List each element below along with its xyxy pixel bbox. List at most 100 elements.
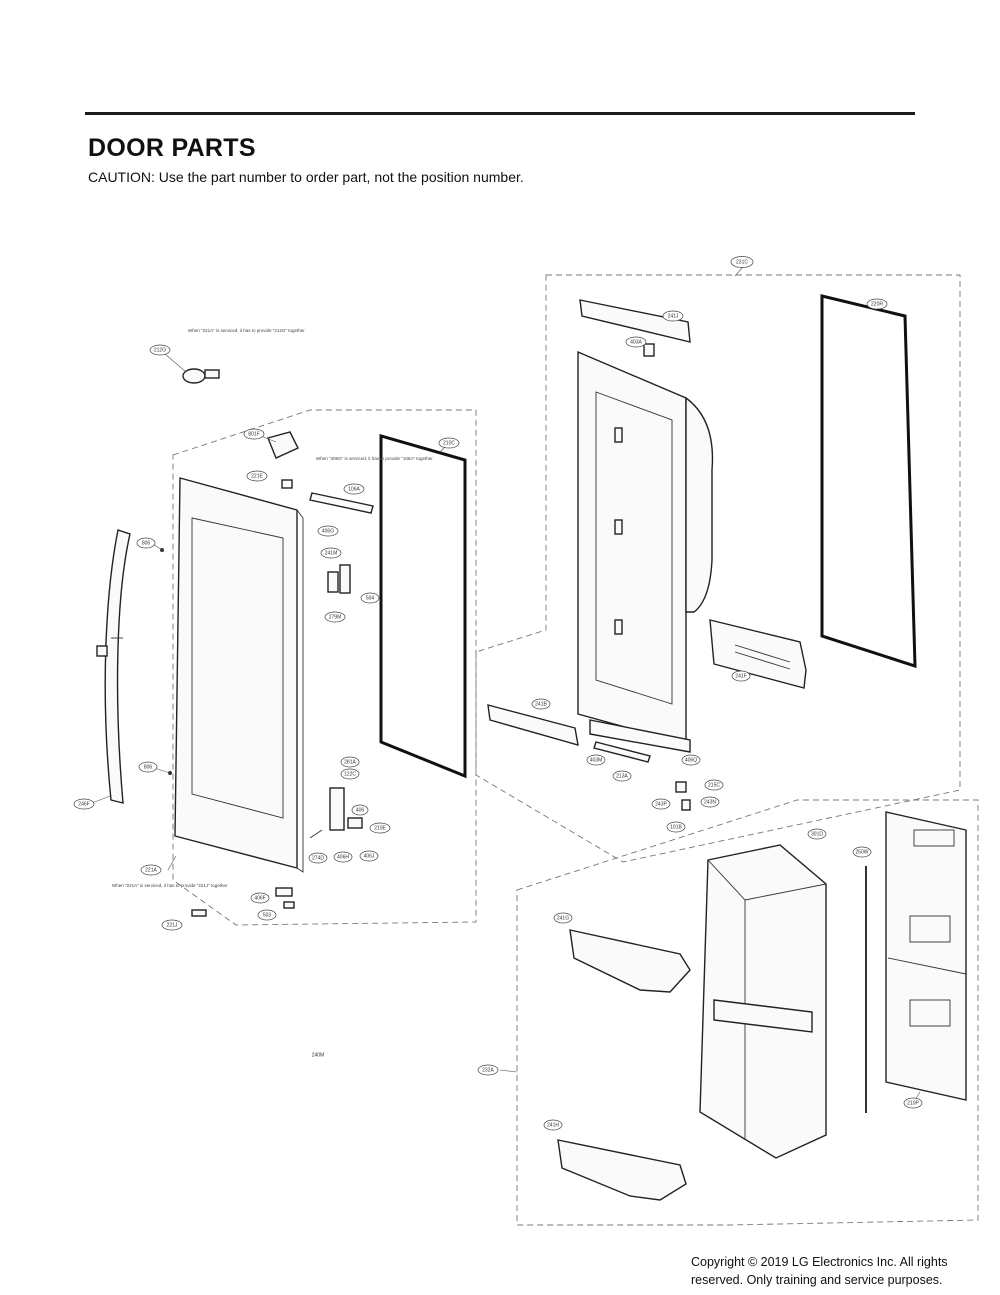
left-door-edge: [296, 509, 304, 873]
part-label-text: 806: [144, 764, 153, 770]
part-label: [866, 298, 888, 310]
part-label-text: 406J: [364, 853, 375, 859]
part-label-text: 406F: [254, 895, 265, 901]
part-label-text: 106A: [348, 486, 360, 492]
part-label: [324, 611, 346, 623]
part-label-text: 101B: [670, 824, 682, 830]
part-label: [243, 428, 265, 440]
part-label-text: 406Q: [685, 757, 697, 763]
copyright-line-1: Copyright © 2019 LG Electronics Inc. All…: [691, 1255, 948, 1269]
part-label-text: 241J: [668, 313, 679, 319]
part-label: [138, 761, 158, 773]
part-label-text: 221E: [251, 473, 263, 479]
part-label-text: 232A: [482, 1067, 494, 1073]
page-title: DOOR PARTS: [88, 134, 256, 162]
part-label: [477, 1064, 499, 1076]
part-label: [140, 864, 162, 876]
header-rule: [85, 112, 915, 115]
part-label: [136, 537, 156, 549]
part-label-text: 210P: [907, 1100, 919, 1106]
part-label-text: 241M: [325, 550, 338, 556]
callout-note: When "221A" is serviced, it has to provi…: [188, 328, 305, 333]
left-door-panel: [174, 477, 298, 869]
part-label-text: 240M: [312, 1052, 325, 1058]
part-label: [625, 336, 647, 348]
part-label-text: 210C: [443, 440, 455, 446]
part-label: [666, 821, 686, 833]
part-label-text: 210E: [374, 825, 386, 831]
part-label: [852, 846, 872, 858]
part-label: [612, 770, 632, 782]
part-label: [438, 437, 460, 449]
part-label-text: 215C: [708, 782, 720, 788]
part-label: [340, 768, 360, 780]
part-label-text: 801F: [248, 431, 259, 437]
part-label: [343, 483, 365, 495]
part-label: [531, 698, 551, 710]
part-label: [149, 344, 171, 356]
part-label-text: 220R: [871, 301, 883, 307]
part-label-text: 231C: [736, 259, 748, 265]
part-label-text: 221J: [167, 922, 178, 928]
copyright-line-2: reserved. Only training and service purp…: [691, 1273, 943, 1287]
handle-grip-clip: [96, 645, 108, 657]
part-label-text: 403A: [630, 339, 642, 345]
part-label-text: 122C: [344, 771, 356, 777]
part-label-text: 503: [263, 912, 272, 918]
copyright-notice: Copyright © 2019 LG Electronics Inc. All…: [691, 1253, 981, 1289]
part-label-text: 403M: [590, 757, 603, 763]
door-in-door-assembly-outline: [516, 799, 979, 1226]
left-door-assembly-outline: [172, 409, 477, 926]
part-label: [333, 851, 353, 863]
part-label: [351, 804, 369, 816]
part-label: [586, 754, 606, 766]
part-label-text: 301D: [811, 831, 823, 837]
part-label: [73, 798, 95, 810]
part-label-text: 504: [366, 595, 375, 601]
part-label: [543, 1119, 563, 1131]
part-label: [308, 852, 328, 864]
left-door-small-parts: [160, 368, 374, 917]
part-label-text: 243P: [655, 801, 667, 807]
part-label: [700, 796, 720, 808]
part-label-text: 241F: [735, 673, 746, 679]
right-door-frame: [577, 299, 714, 745]
part-label: [359, 850, 379, 862]
part-label: [257, 909, 277, 921]
part-label: [317, 525, 339, 537]
part-label-text: 406H: [337, 854, 349, 860]
part-label-text: 274D: [312, 855, 324, 861]
part-label: [360, 592, 380, 604]
part-label-text: 243N: [704, 799, 716, 805]
part-label: [704, 779, 724, 791]
door-in-door-assembly: [557, 811, 967, 1201]
part-label-text: 250W: [855, 849, 868, 855]
part-label: [553, 912, 573, 924]
callout-note: When "406G" is serviced, it has to provi…: [316, 456, 433, 461]
left-door-window: [191, 517, 284, 819]
part-label: [731, 670, 751, 682]
right-door-gasket: [820, 294, 917, 669]
part-label-text: 221A: [145, 867, 157, 873]
part-label: [320, 547, 342, 559]
door-handle: [104, 529, 131, 804]
part-label-text: 241G: [557, 915, 569, 921]
part-label: [340, 756, 360, 768]
part-label: [250, 892, 270, 904]
part-label-text: 806: [142, 540, 151, 546]
right-door-assembly-outline: [475, 274, 961, 863]
part-label-text: 406: [356, 807, 365, 813]
left-door-gasket: [379, 434, 467, 779]
right-door-bottom-parts: [487, 619, 807, 811]
callout-note: When "221A" is serviced, it has to provi…: [112, 883, 228, 888]
part-label: [246, 470, 268, 482]
part-label-text: 406G: [322, 528, 334, 534]
part-label: [651, 798, 671, 810]
part-label-text: 213A: [616, 773, 628, 779]
part-label: [903, 1097, 923, 1109]
part-label-text: 241H: [547, 1122, 559, 1128]
part-label-text: 241B: [535, 701, 547, 707]
part-label-text: 279M: [329, 614, 342, 620]
caution-note: CAUTION: Use the part number to order pa…: [88, 169, 524, 185]
